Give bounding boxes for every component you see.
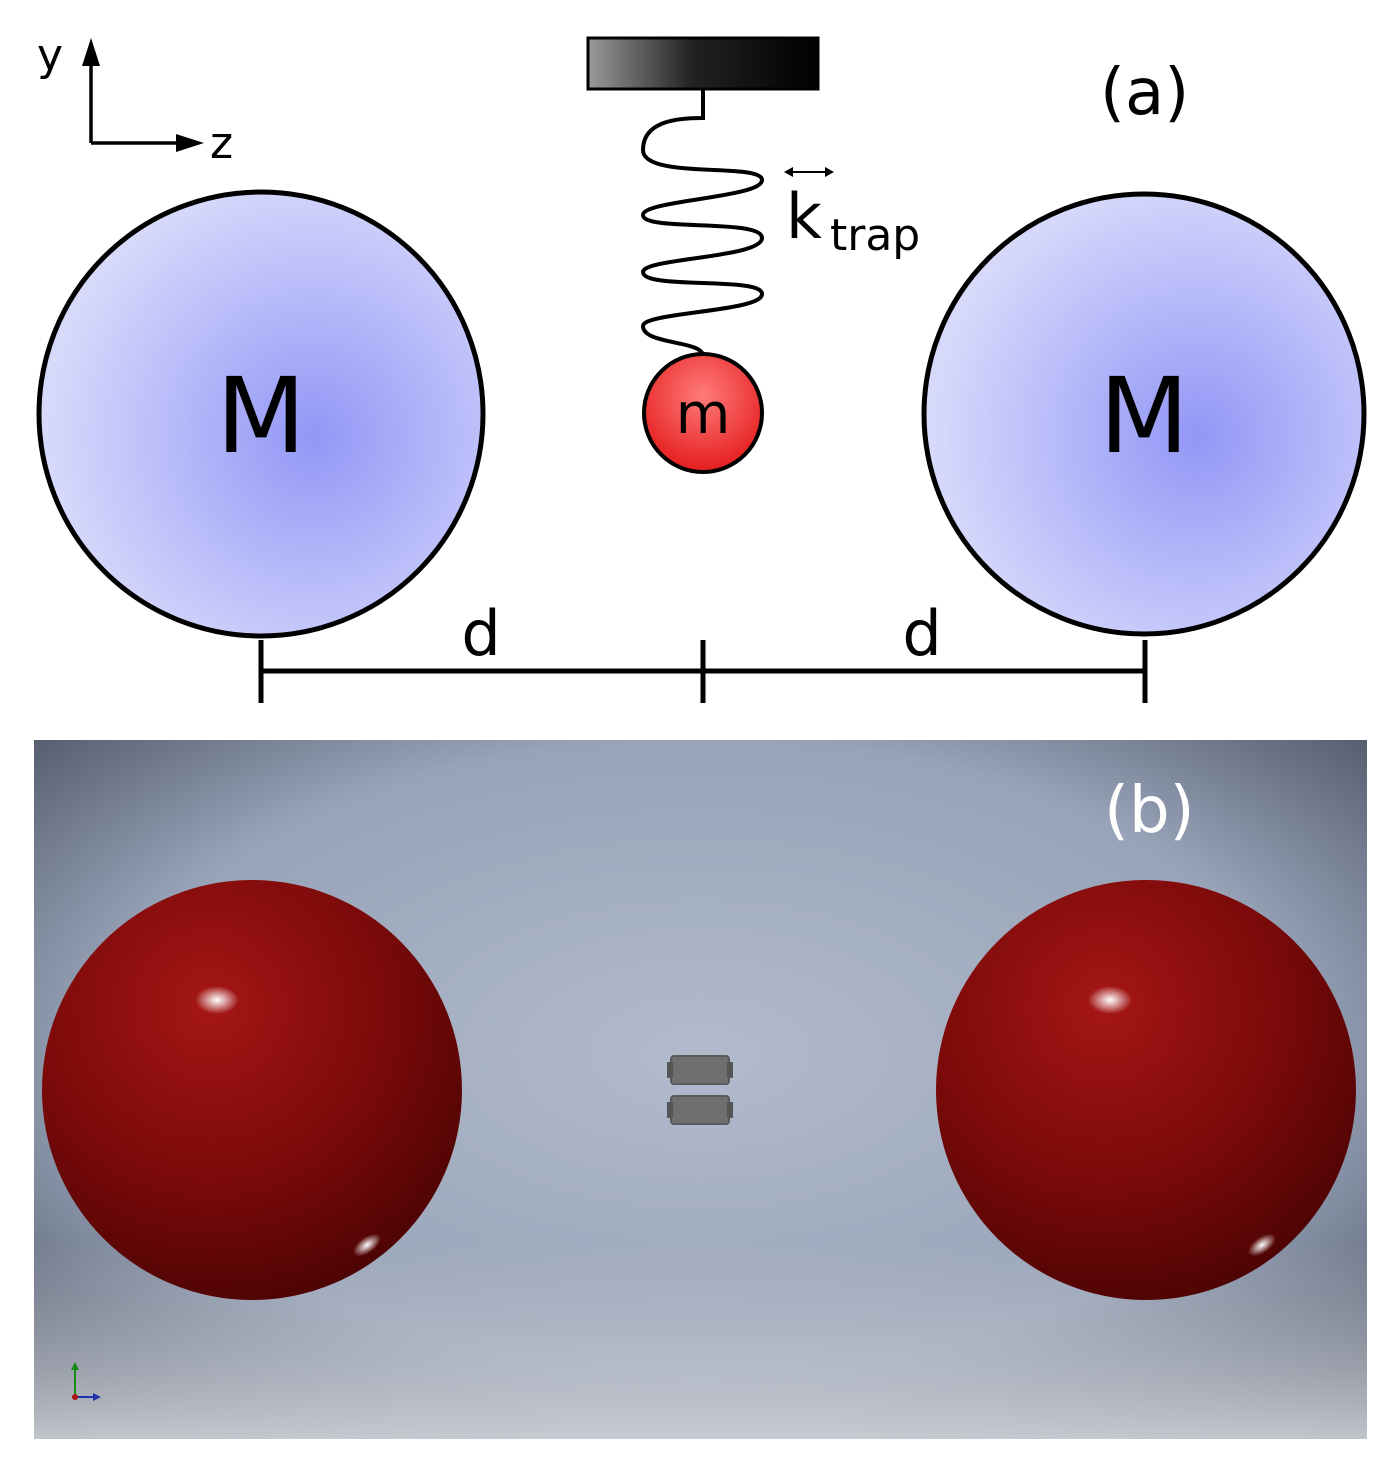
distance-bar <box>258 640 1148 703</box>
test-mass <box>642 352 764 474</box>
axes-icon <box>82 38 204 152</box>
spring-constant-label: k trap <box>784 167 920 261</box>
ceiling-mount <box>586 36 820 91</box>
axis-label-y: y <box>37 30 63 81</box>
panel-a: y z (a) k trap m M M d <box>36 30 1367 703</box>
source-mass-left-label: M <box>216 355 306 477</box>
source-mass-right-label: M <box>1099 355 1189 477</box>
spring-label-trap: trap <box>830 210 920 261</box>
spring <box>640 89 765 357</box>
distance-label-left: d <box>461 597 500 670</box>
spring-label-k: k <box>786 180 822 253</box>
trap-device <box>667 1055 733 1125</box>
view-axes-icon <box>71 1362 101 1401</box>
source-mass-left <box>36 189 486 639</box>
panel-b: (b) <box>34 740 1367 1439</box>
source-mass-right <box>921 191 1367 637</box>
sphere-right <box>936 880 1356 1300</box>
distance-label-right: d <box>902 597 941 670</box>
axis-label-z: z <box>210 118 233 169</box>
panel-label-a: (a) <box>1100 56 1189 130</box>
test-mass-label: m <box>676 382 731 447</box>
sphere-left <box>42 880 462 1300</box>
panel-label-b: (b) <box>1104 774 1195 848</box>
